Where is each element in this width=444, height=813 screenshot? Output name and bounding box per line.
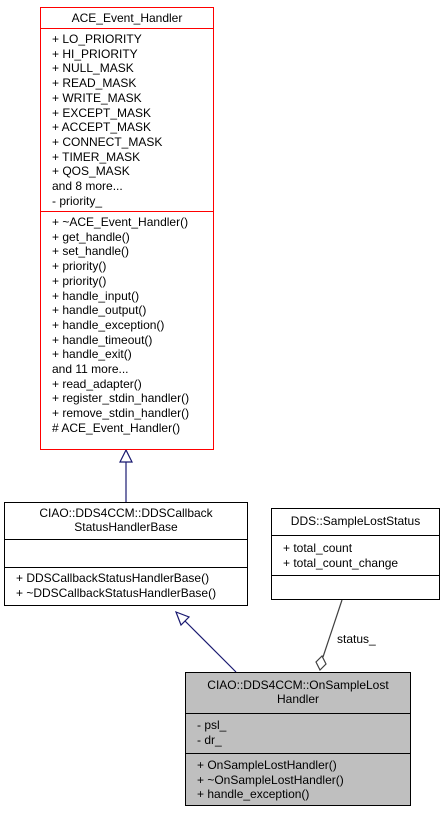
inheritance-arrowhead-ace: [119, 448, 133, 463]
inheritance-edge-base: [184, 620, 237, 673]
method: + remove_stdin_handler(): [52, 406, 190, 421]
attributes-section: - psl_ - dr_: [186, 713, 410, 753]
attribute: + READ_MASK: [52, 76, 137, 91]
attribute: and 8 more...: [52, 179, 123, 194]
class-title-line: Handler: [276, 692, 320, 706]
attribute: + CONNECT_MASK: [52, 134, 163, 149]
composition-diamond: [315, 654, 327, 672]
attribute: + QOS_MASK: [52, 164, 130, 179]
attribute: + WRITE_MASK: [52, 90, 142, 105]
method: + get_handle(): [52, 229, 130, 244]
method: + handle_timeout(): [52, 332, 153, 347]
method: + register_stdin_handler(): [52, 391, 190, 406]
method: + handle_output(): [52, 303, 147, 318]
ace-event-handler-class[interactable]: ACE_Event_Handler + LO_PRIORITY + HI_PRI…: [40, 7, 214, 450]
composition-edge: [322, 599, 343, 658]
class-title: CIAO::DDS4CCM::DDSCallback StatusHandler…: [5, 503, 247, 539]
methods-section: + DDSCallbackStatusHandlerBase() + ~DDSC…: [5, 567, 247, 602]
attribute: + ACCEPT_MASK: [52, 120, 152, 135]
method: + set_handle(): [52, 244, 130, 259]
inheritance-arrowhead-base: [174, 610, 191, 627]
method: + ~OnSampleLostHandler(): [197, 772, 344, 787]
method: and 11 more...: [52, 362, 129, 377]
method: + DDSCallbackStatusHandlerBase(): [16, 571, 210, 585]
attribute: + TIMER_MASK: [52, 149, 141, 164]
attribute: + LO_PRIORITY: [52, 32, 142, 46]
attributes-section: + LO_PRIORITY + HI_PRIORITY + NULL_MASK …: [41, 28, 213, 211]
method: + handle_exit(): [52, 347, 132, 362]
class-title: ACE_Event_Handler: [71, 11, 183, 25]
method: + OnSampleLostHandler(): [197, 758, 337, 772]
method: + handle_exception(): [52, 317, 165, 332]
class-title: DDS::SampleLostStatus: [290, 514, 421, 528]
method: + handle_exception(): [197, 787, 310, 802]
method: + priority(): [52, 273, 107, 288]
class-title: CIAO::DDS4CCM::OnSampleLost Handler: [186, 673, 410, 713]
attributes-section: + total_count + total_count_change: [272, 535, 439, 575]
attributes-section: [5, 539, 247, 567]
class-title-line: StatusHandlerBase: [74, 520, 178, 534]
method: + ~ACE_Event_Handler(): [52, 215, 189, 229]
attribute: + total_count_change: [283, 555, 399, 570]
class-title-line: CIAO::DDS4CCM::OnSampleLost: [207, 678, 389, 692]
class-title-line: CIAO::DDS4CCM::DDSCallback: [39, 506, 213, 520]
attribute: + HI_PRIORITY: [52, 46, 138, 61]
attribute: - psl_: [197, 718, 227, 732]
method: + priority(): [52, 259, 107, 274]
methods-section: [272, 575, 439, 599]
method: + read_adapter(): [52, 376, 142, 391]
composition-label: status_: [337, 632, 376, 646]
attribute: - priority_: [52, 193, 103, 208]
methods-section: + ~ACE_Event_Handler() + get_handle() + …: [41, 211, 213, 438]
on-sample-lost-handler-class[interactable]: CIAO::DDS4CCM::OnSampleLost Handler - ps…: [185, 672, 411, 806]
attribute: + EXCEPT_MASK: [52, 105, 152, 120]
methods-section: + OnSampleLostHandler() + ~OnSampleLostH…: [186, 753, 410, 804]
dds-callback-status-handler-base-class[interactable]: CIAO::DDS4CCM::DDSCallback StatusHandler…: [4, 502, 248, 606]
attribute: + total_count: [283, 541, 353, 555]
attribute: - dr_: [197, 732, 222, 747]
method: + ~DDSCallbackStatusHandlerBase(): [16, 585, 217, 600]
attribute: + NULL_MASK: [52, 61, 134, 76]
method: + handle_input(): [52, 288, 140, 303]
sample-lost-status-class[interactable]: DDS::SampleLostStatus + total_count + to…: [271, 508, 440, 600]
method: # ACE_Event_Handler(): [52, 420, 181, 435]
